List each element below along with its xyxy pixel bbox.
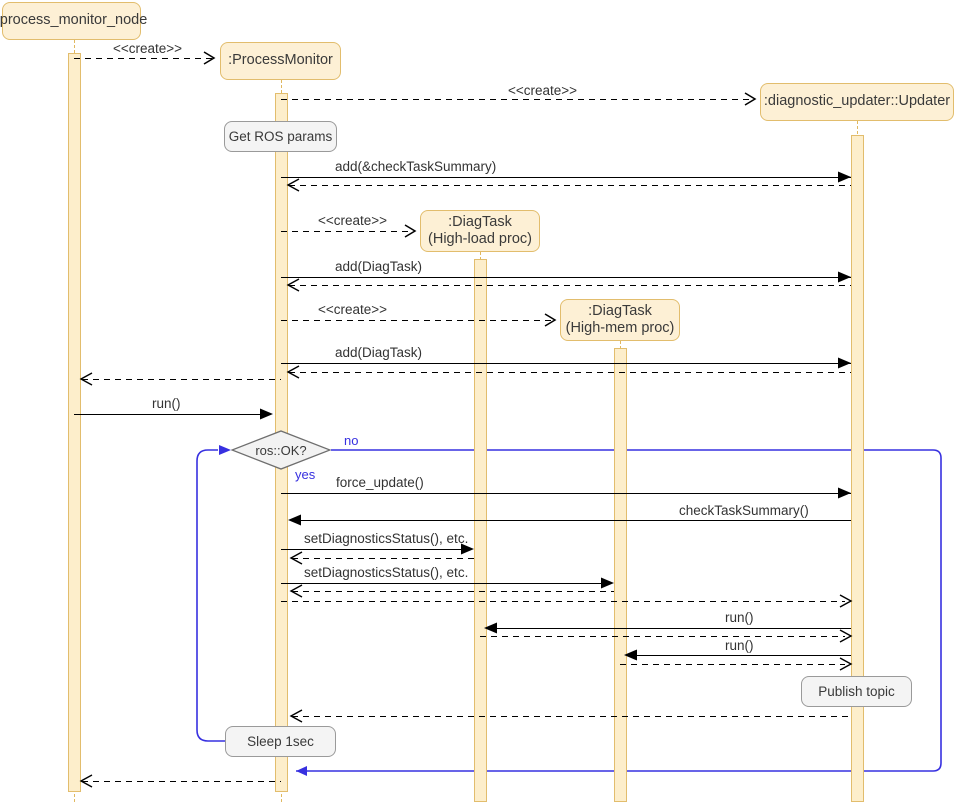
message-line-create-diagtask-load [281,231,413,233]
message-line-add-diagtask-load [281,277,851,278]
activation-bar-diagtask-high-mem [614,348,627,802]
message-line-return-force-update [281,601,845,603]
message-label-setdiagnosticsstatus-mem: setDiagnosticsStatus(), etc. [304,565,469,580]
activation-bar-process-monitor-node [68,53,81,792]
participant-process-monitor[interactable]: :ProcessMonitor [220,42,341,80]
message-line-setdiagnosticsstatus-load [281,549,471,550]
message-line-return-setdiagnosticsstatus-load [292,558,474,560]
note-get-ros-params: Get ROS params [224,121,337,152]
message-label-create-processmonitor: <<create>> [113,41,183,56]
message-line-add-diagtask-mem [281,363,851,364]
message-line-return-add-diagtask-load [289,285,851,287]
participant-diagnostic-updater[interactable]: :diagnostic_updater::Updater [760,83,954,121]
message-line-checktasksummary [292,520,851,521]
message-label-create-diagtask-load: <<create>> [318,213,388,228]
message-line-create-updater [281,99,753,101]
message-line-create-processmonitor [74,58,213,60]
message-label-add-checktasksummary: add(&checkTaskSummary) [335,159,497,174]
message-label-run-diagtask-load: run() [725,610,754,625]
message-line-create-diagtask-mem [281,320,553,322]
message-label-add-diagtask-load: add(DiagTask) [335,259,423,274]
message-label-add-diagtask-mem: add(DiagTask) [335,345,423,360]
message-line-force-update [281,493,851,494]
participant-diagtask-high-mem[interactable]: :DiagTask (High-mem proc) [560,299,680,341]
message-label-run-diagtask-mem: run() [725,638,754,653]
message-line-return-publish [292,716,851,718]
branch-label-no: no [344,433,359,448]
message-label-create-updater: <<create>> [508,83,578,98]
message-line-run-diagtask-load [487,628,851,629]
participant-process-monitor-node[interactable]: :process_monitor_node [0,2,147,40]
message-label-setdiagnosticsstatus-load: setDiagnosticsStatus(), etc. [304,531,469,546]
message-label-checktasksummary: checkTaskSummary() [679,503,809,518]
note-publish-topic: Publish topic [801,676,912,707]
message-line-run-diagtask-mem [627,655,851,656]
message-line-add-checktasksummary [281,177,851,178]
message-line-return-run-diagtask-mem [620,664,845,666]
message-line-return-add-diagtask-mem [289,372,851,374]
branch-label-yes: yes [295,467,316,482]
message-line-return-constructor [82,379,281,381]
message-label-run: run() [152,396,181,411]
message-line-return-run-diagtask-load [480,636,845,638]
activation-bar-diagtask-high-load [474,259,487,802]
message-line-return-run [82,781,281,783]
message-line-return-add-checktasksummary [289,185,851,187]
note-sleep-1sec: Sleep 1sec [225,726,336,757]
message-line-return-setdiagnosticsstatus-mem [292,591,614,593]
participant-diagtask-high-load[interactable]: :DiagTask (High-load proc) [420,210,540,252]
message-label-create-diagtask-mem: <<create>> [318,302,388,317]
message-label-force-update: force_update() [336,475,424,490]
message-line-setdiagnosticsstatus-mem [281,583,611,584]
decision-ros-ok[interactable]: ros::OK? [230,430,332,470]
message-line-run [74,414,271,415]
